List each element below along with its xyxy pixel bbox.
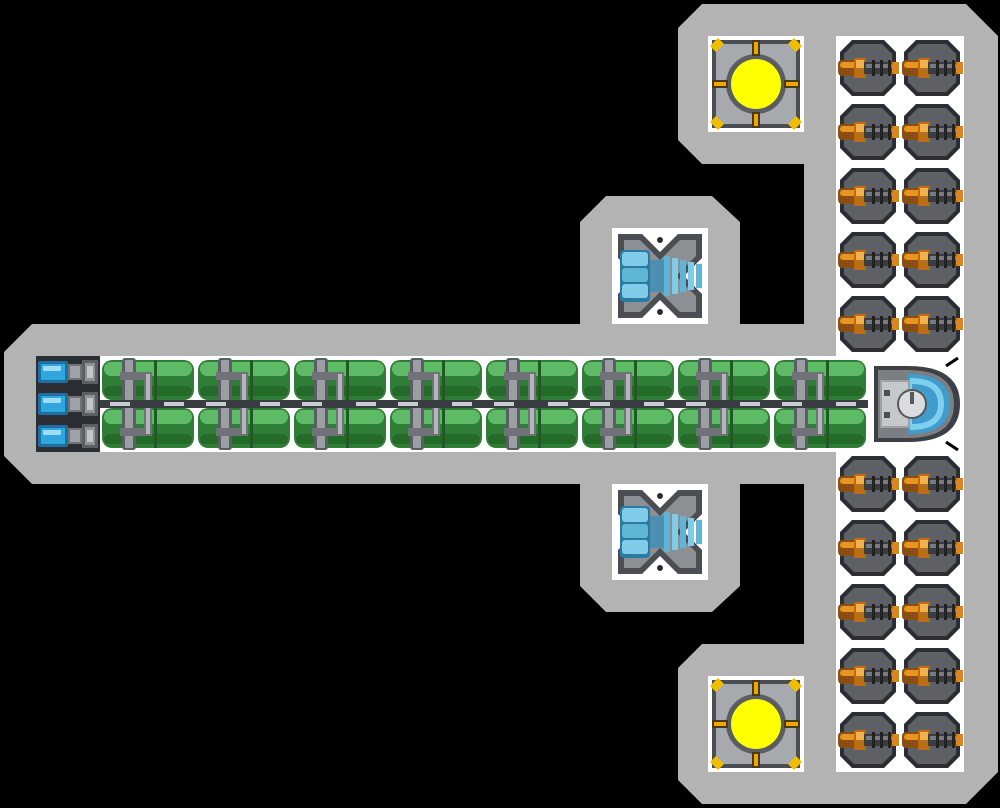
turret-icon[interactable] [838, 40, 899, 96]
turret-icon[interactable] [838, 232, 899, 288]
turret-icon[interactable] [902, 296, 963, 352]
cockpit-shield-icon[interactable] [868, 356, 964, 452]
engine-icon[interactable] [36, 420, 100, 452]
turret-icon[interactable] [838, 648, 899, 704]
turret-icon[interactable] [902, 520, 963, 576]
turret-icon[interactable] [902, 104, 963, 160]
reactor-icon[interactable] [708, 676, 804, 772]
turret-icon[interactable] [838, 104, 899, 160]
turret-icon[interactable] [838, 296, 899, 352]
turret-icon[interactable] [838, 456, 899, 512]
thruster-icon[interactable] [612, 484, 708, 580]
fuel-tank-icon[interactable] [484, 356, 580, 452]
turret-icon[interactable] [902, 168, 963, 224]
turret-icon[interactable] [902, 40, 963, 96]
turret-icon[interactable] [902, 712, 963, 768]
turret-icon[interactable] [838, 712, 899, 768]
engine-group [36, 356, 100, 452]
turret-icon[interactable] [838, 168, 899, 224]
reactor-icon[interactable] [708, 36, 804, 132]
fuel-tank-icon[interactable] [292, 356, 388, 452]
turret-icon[interactable] [902, 584, 963, 640]
fuel-tank-icon[interactable] [388, 356, 484, 452]
turret-icon[interactable] [902, 456, 963, 512]
fuel-tank-icon[interactable] [580, 356, 676, 452]
fuel-tank-icon[interactable] [676, 356, 772, 452]
turret-icon[interactable] [838, 584, 899, 640]
fuel-tank-icon[interactable] [100, 356, 196, 452]
turret-icon[interactable] [902, 648, 963, 704]
turret-icon[interactable] [902, 232, 963, 288]
fuel-tank-icon[interactable] [196, 356, 292, 452]
engine-icon[interactable] [36, 388, 100, 420]
fuel-tank-icon[interactable] [772, 356, 868, 452]
turret-icon[interactable] [838, 520, 899, 576]
thruster-icon[interactable] [612, 228, 708, 324]
engine-icon[interactable] [36, 356, 100, 388]
fuel-tank-group [100, 356, 868, 452]
